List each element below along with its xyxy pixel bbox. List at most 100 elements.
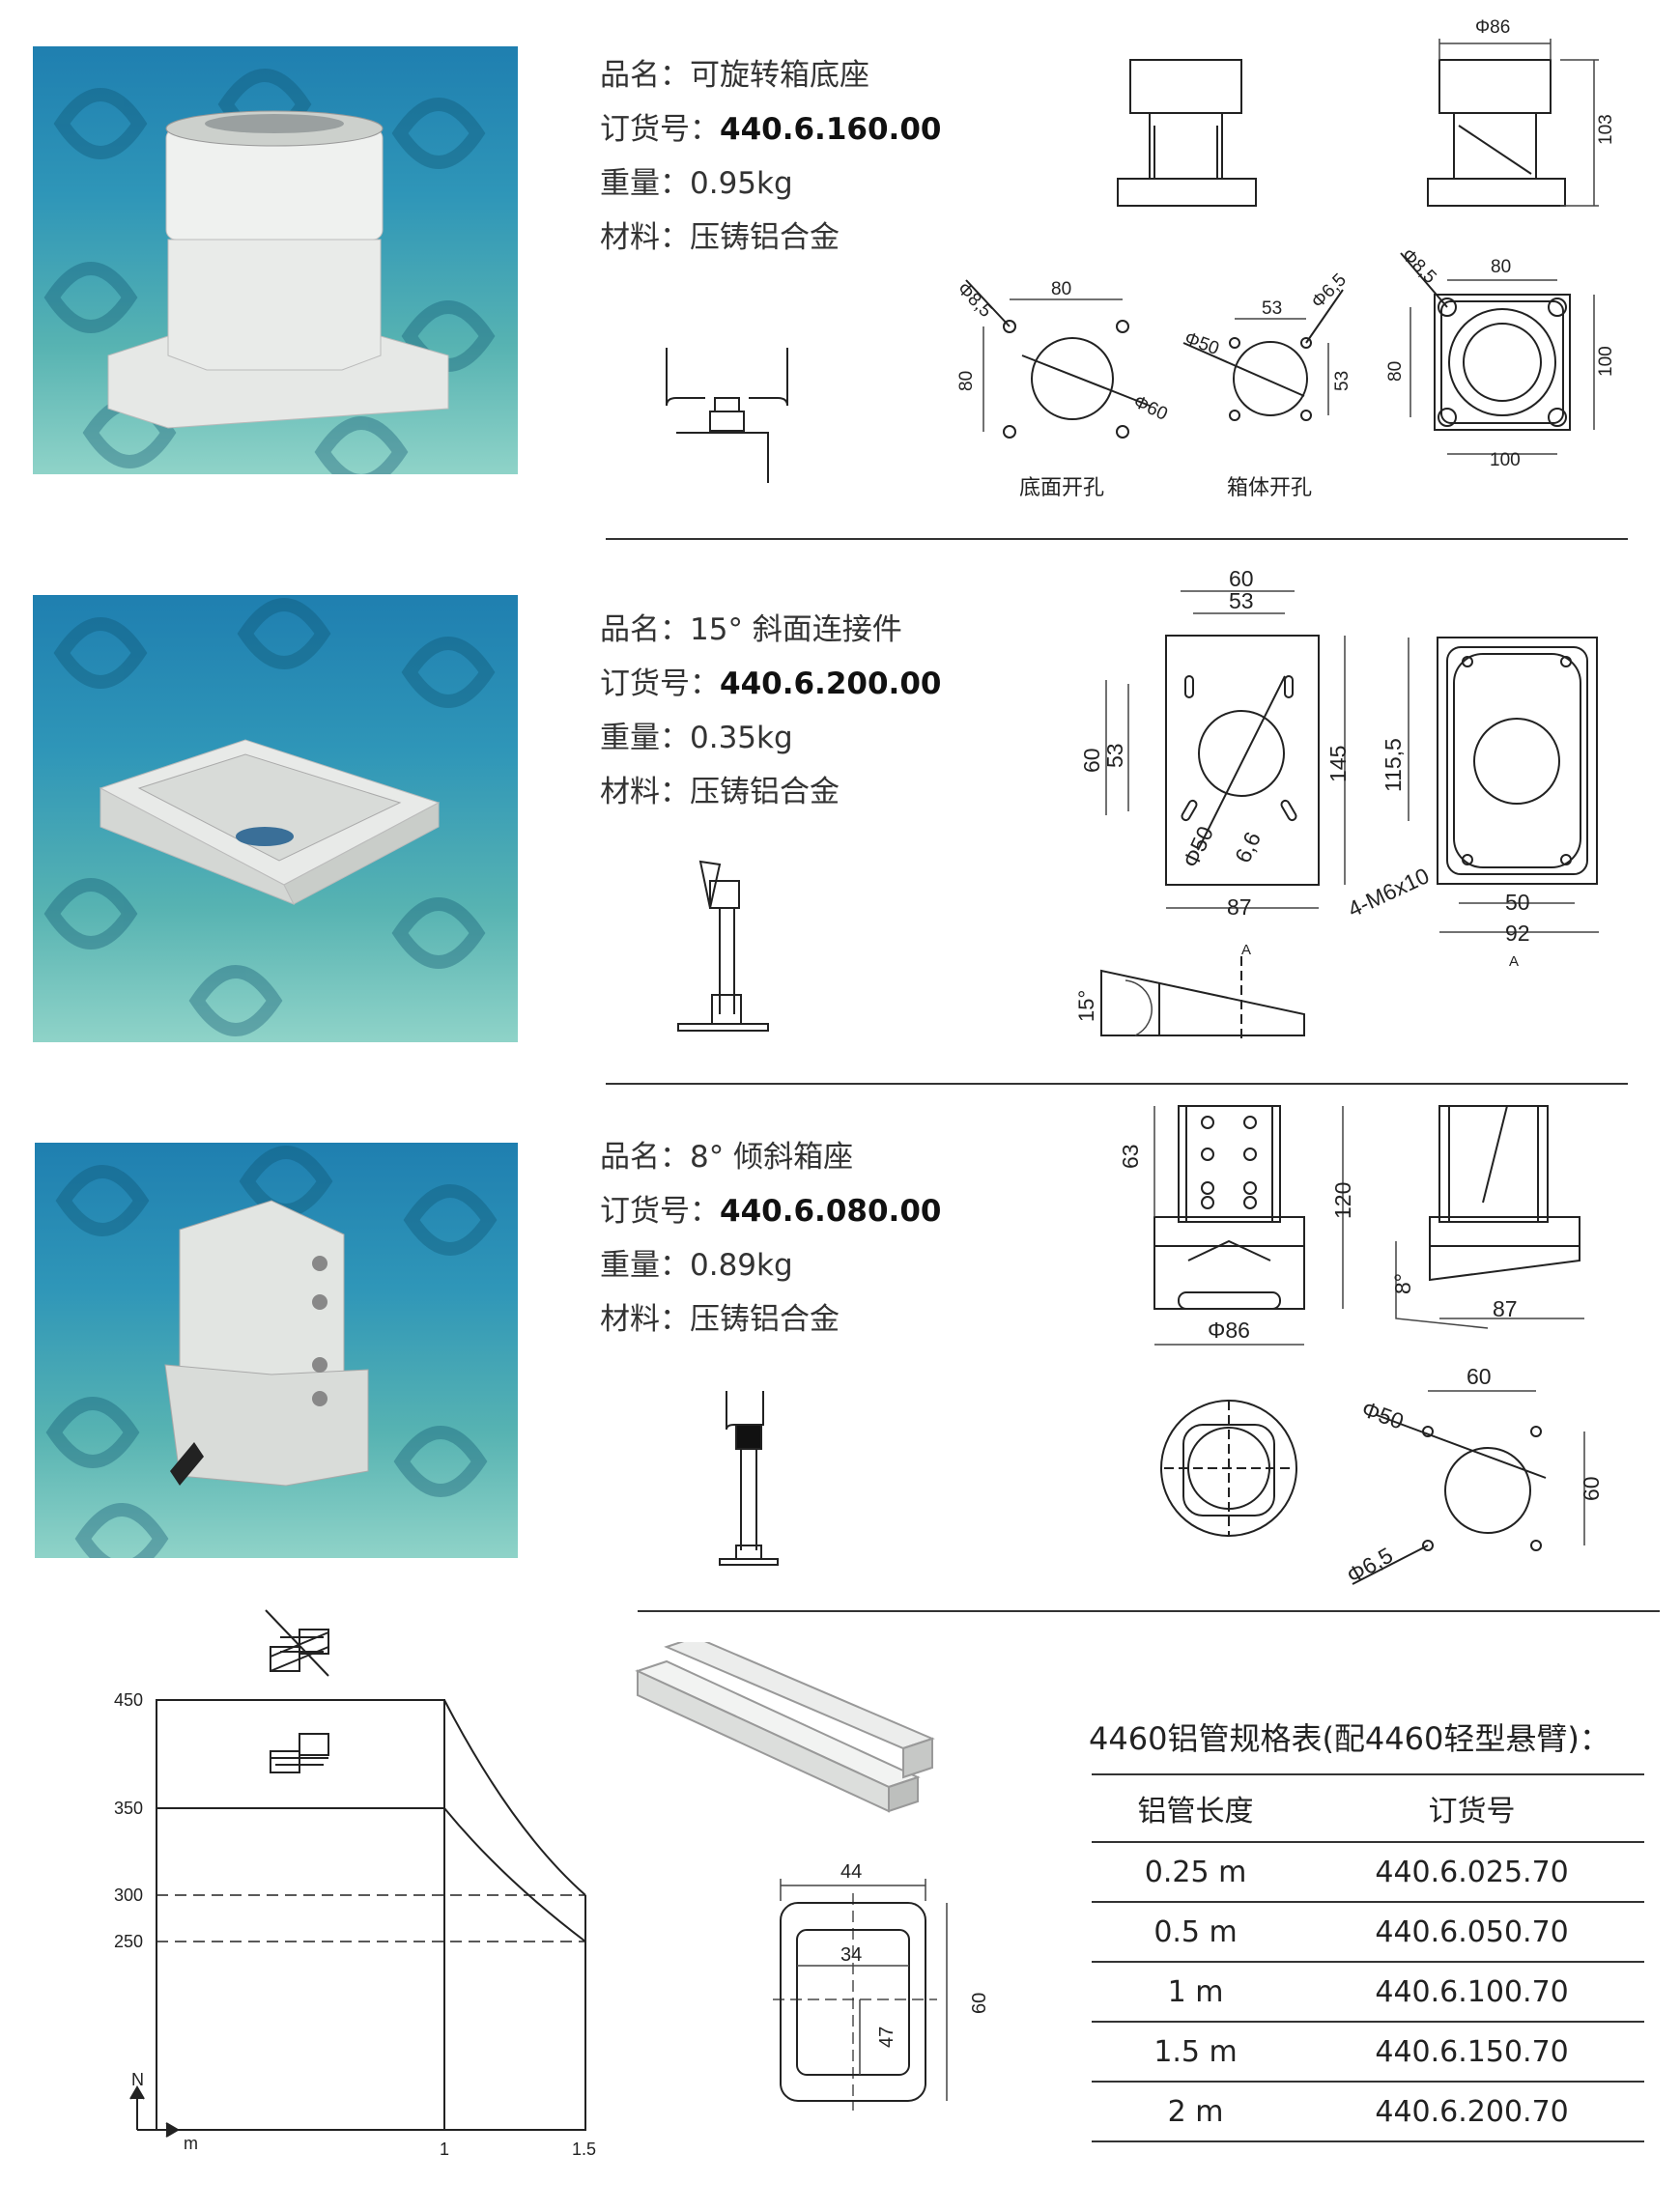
load-curve-lower: [443, 1807, 586, 1942]
divider: [606, 1083, 1628, 1085]
y-tick: 350: [114, 1799, 143, 1818]
product-3-drawings: 63 120 Φ86 8° 87 60 Φ50 60 Φ6,5: [719, 1105, 1604, 1588]
dim-label: Φ50: [1178, 822, 1218, 871]
order-number-row: 订货号：440.6.080.00: [600, 1184, 941, 1238]
dim-label: A: [1241, 942, 1251, 958]
dim-label: 100: [1596, 346, 1616, 377]
weight-row: 重量：0.95kg: [600, 156, 941, 211]
row-order-number: 440.6.100.70: [1299, 1962, 1644, 2023]
caption-box-holes: 箱体开孔: [1227, 475, 1312, 499]
order-number: 440.6.200.00: [720, 666, 942, 701]
dim-label: 87: [1493, 1296, 1518, 1321]
header-length: 铝管长度: [1092, 1773, 1300, 1843]
material-row: 材料：压铸铝合金: [600, 211, 941, 265]
arm-configuration-icon: [270, 1733, 329, 1773]
row-length: 2 m: [1092, 2082, 1300, 2142]
weight-row: 重量：0.35kg: [600, 711, 941, 765]
x-tick: 1: [440, 2140, 449, 2159]
material-row: 材料：压铸铝合金: [600, 765, 941, 819]
dim-label: 60: [1579, 1476, 1604, 1501]
product-1-drawings: Φ86 103 Φ8,5 80 80 Φ60 53 Φ6,5 Φ50 53 Φ8…: [666, 17, 1616, 499]
crossed-arm-icon: [265, 1609, 329, 1677]
dim-label: 47: [876, 2027, 897, 2048]
dim-label: 87: [1227, 894, 1252, 920]
row-length: 1.5 m: [1092, 2022, 1300, 2083]
product-photo-15deg-connector: [33, 595, 518, 1042]
divider: [606, 538, 1628, 540]
product-1-info: 品名：可旋转箱底座 订货号：440.6.160.00 重量：0.95kg 材料：…: [600, 48, 941, 265]
order-number-row: 订货号：440.6.160.00: [600, 102, 941, 156]
y-tick: 450: [114, 1690, 143, 1710]
weight-row: 重量：0.89kg: [600, 1238, 941, 1292]
product-3-info: 品名：8° 倾斜箱座 订货号：440.6.080.00 重量：0.89kg 材料…: [600, 1130, 941, 1346]
dim-label: 80: [956, 371, 977, 391]
caption-bottom-holes: 底面开孔: [1019, 475, 1104, 499]
dim-label: 34: [840, 1944, 862, 1966]
product-2-info: 品名：15° 斜面连接件 订货号：440.6.200.00 重量：0.35kg …: [600, 603, 941, 819]
dim-label: 80: [1385, 361, 1406, 382]
dim-label: Φ6,5: [1308, 269, 1351, 312]
material-row: 材料：压铸铝合金: [600, 1292, 941, 1346]
profile-3d-render: [635, 1642, 935, 1813]
load-curve-upper: [443, 1699, 586, 1896]
dim-label: 60: [1079, 748, 1104, 773]
dim-label: Φ8,5: [1397, 245, 1439, 288]
dim-label: 8°: [1390, 1273, 1415, 1294]
x-unit: m: [184, 2134, 198, 2153]
dim-label: 100: [1490, 450, 1521, 470]
weight-label: 重量：: [600, 166, 690, 201]
aluminium-profile-drawings: 44 34 47 60: [635, 1642, 990, 2111]
spec-table-title: 4460铝管规格表(配4460轻型悬臂)：: [1089, 1720, 1610, 1757]
dim-label: 4-M6x10: [1344, 863, 1433, 921]
dim-label: Φ86: [1208, 1318, 1250, 1343]
material-label: 材料：: [600, 775, 690, 809]
dim-label: 6,6: [1230, 828, 1266, 866]
y-tick: 250: [114, 1932, 143, 1951]
material-label: 材料：: [600, 1302, 690, 1337]
weight-label: 重量：: [600, 1248, 690, 1283]
dim-label: 60: [969, 1993, 990, 2014]
dim-label: 53: [1229, 588, 1254, 613]
row-length: 1 m: [1092, 1962, 1300, 2023]
header-order-number: 订货号: [1299, 1773, 1644, 1843]
product-name: 8° 倾斜箱座: [690, 1140, 854, 1175]
dim-label: 115,5: [1381, 738, 1406, 792]
dim-label: 60: [1229, 566, 1254, 591]
dim-label: Φ86: [1475, 17, 1510, 38]
divider: [638, 1610, 1660, 1612]
name-label: 品名：: [600, 612, 690, 647]
order-label: 订货号：: [600, 112, 720, 147]
product-photo-image: [45, 1146, 498, 1558]
row-length: 0.25 m: [1092, 1842, 1300, 1903]
dim-label: 53: [1102, 743, 1127, 768]
weight-value: 0.95kg: [690, 166, 793, 201]
dim-label: 60: [1466, 1364, 1492, 1389]
weight-value: 0.35kg: [690, 721, 793, 755]
material-value: 压铸铝合金: [690, 220, 840, 255]
product-photo-image: [43, 598, 496, 1036]
table-header-row: 铝管长度 订货号: [1092, 1773, 1644, 1843]
product-name-row: 品名：15° 斜面连接件: [600, 603, 941, 657]
row-order-number: 440.6.200.70: [1299, 2082, 1644, 2142]
dim-label: 80: [1491, 257, 1511, 277]
dim-label: 80: [1051, 279, 1071, 299]
order-number-row: 订货号：440.6.200.00: [600, 657, 941, 711]
row-order-number: 440.6.050.70: [1299, 1902, 1644, 1963]
product-photo-image: [43, 69, 496, 474]
dim-label: 53: [1332, 371, 1353, 391]
product-2-drawings: 60 53 60 53 145 Φ50 6,6 87 115,5 4-M6x10…: [677, 566, 1599, 1043]
dim-label: Φ50: [1182, 328, 1221, 359]
dim-label: 145: [1325, 746, 1351, 782]
dim-label: 92: [1505, 921, 1530, 946]
name-label: 品名：: [600, 1140, 690, 1175]
name-label: 品名：: [600, 58, 690, 93]
weight-label: 重量：: [600, 721, 690, 755]
dim-label: Φ8,5: [953, 279, 995, 322]
order-number: 440.6.160.00: [720, 112, 942, 147]
order-number: 440.6.080.00: [720, 1194, 942, 1229]
